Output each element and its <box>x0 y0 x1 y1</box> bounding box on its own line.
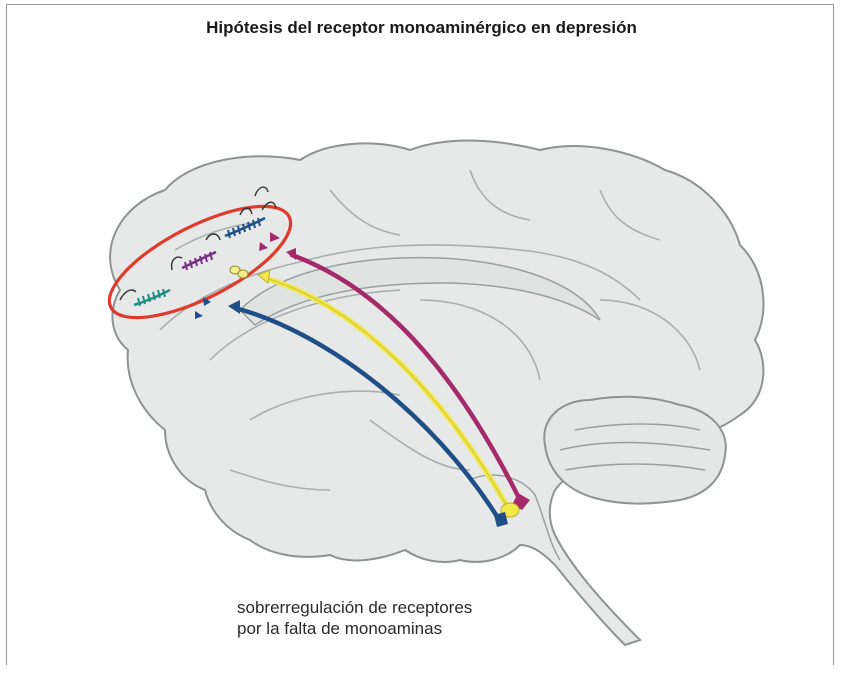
brain-outline <box>110 141 763 645</box>
cerebellum <box>544 397 726 504</box>
caption-line-1: sobrerregulación de receptores <box>237 597 472 618</box>
caption-line-2: por la falta de monoaminas <box>237 618 472 639</box>
figure-caption: sobrerregulación de receptores por la fa… <box>237 597 472 639</box>
